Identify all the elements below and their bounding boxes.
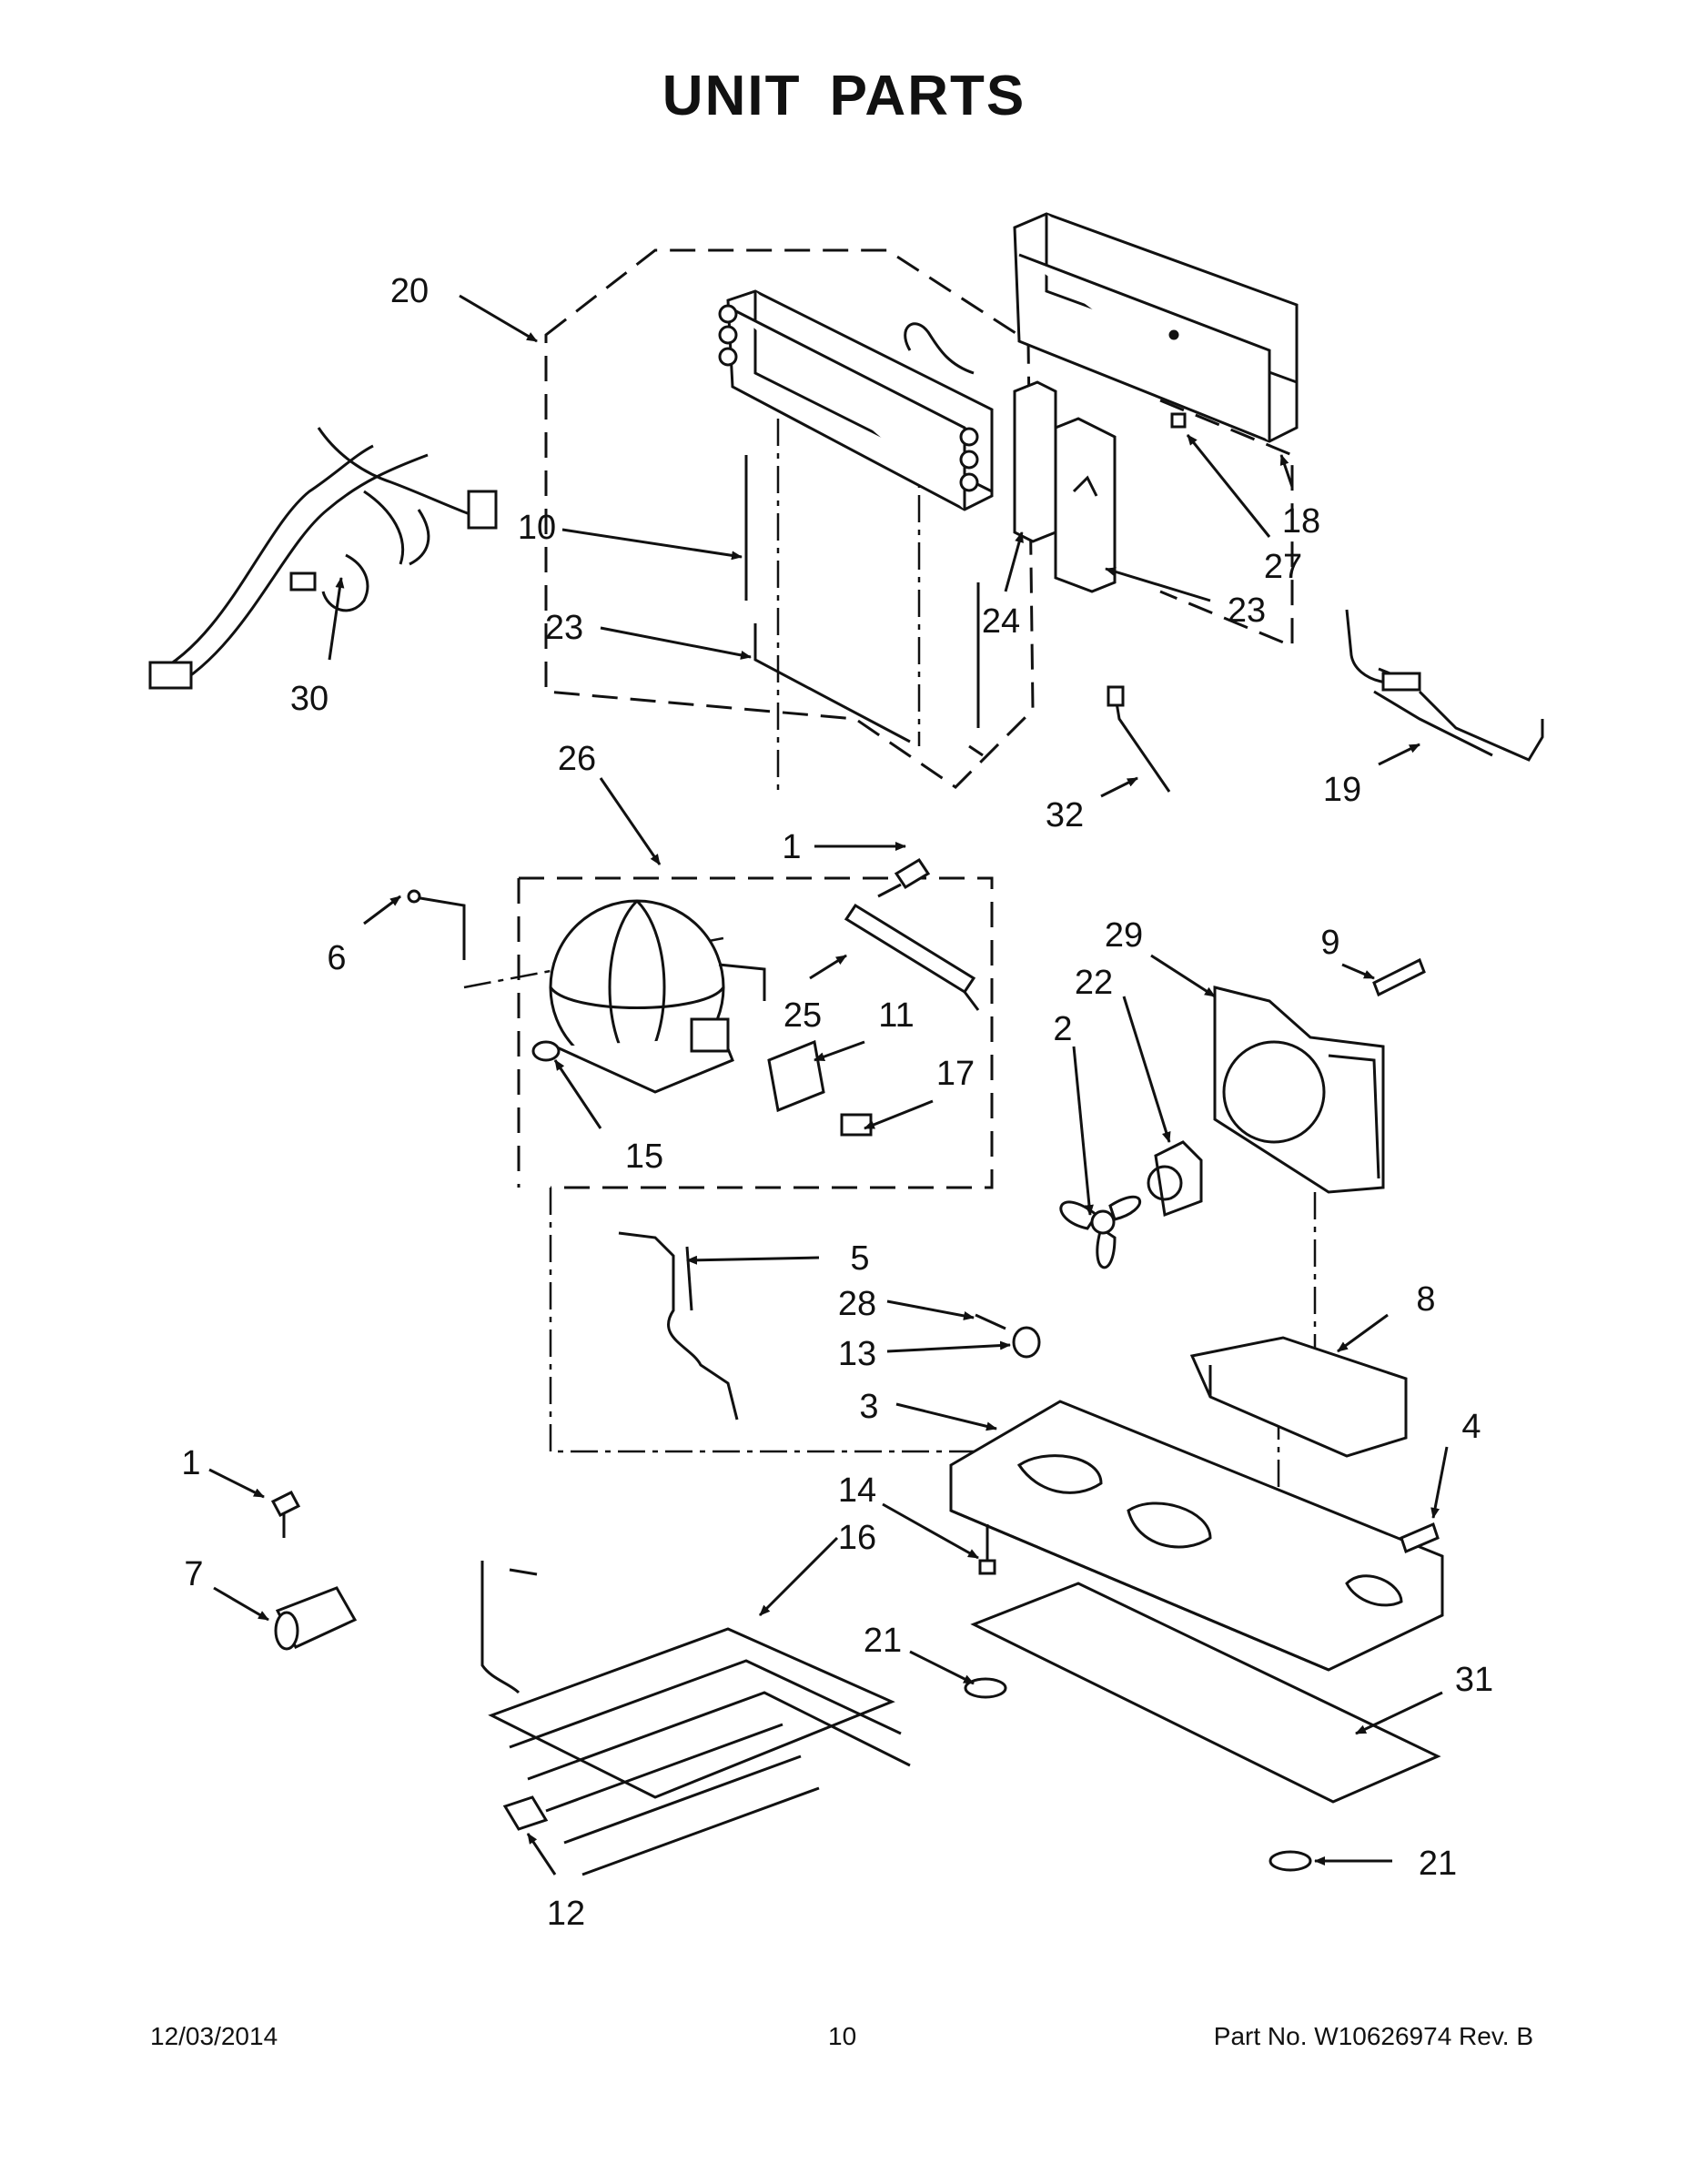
- callout-10: 10: [518, 509, 556, 547]
- part-24-bracket: [1013, 380, 1057, 543]
- part-7-sleeve: [274, 1586, 358, 1651]
- part-29-fan-shroud: [1213, 986, 1385, 1194]
- part-18-shroud-channel: [1013, 212, 1299, 443]
- part-9-screw: [1372, 957, 1426, 997]
- callout-31: 31: [1455, 1661, 1493, 1699]
- part-8-bracket: [1189, 1336, 1408, 1458]
- callout-8: 8: [1416, 1280, 1435, 1319]
- part-21-foot-lower: [1269, 1850, 1312, 1872]
- callout-23-right: 23: [1228, 592, 1266, 630]
- evaporator-assembly-outline: [544, 248, 1294, 789]
- part-15-grommet: [531, 1040, 561, 1062]
- compressor-group-outline: [517, 876, 994, 1189]
- part-13-grommet: [1012, 1326, 1041, 1359]
- callout-20: 20: [390, 272, 429, 310]
- part-12-clip: [502, 1795, 549, 1831]
- callout-18: 18: [1282, 502, 1320, 541]
- page-title: UNIT PARTS: [662, 65, 1026, 127]
- part-19-drier-tube: [1345, 609, 1544, 762]
- callout-28: 28: [838, 1285, 876, 1323]
- part-2-fan-blade: [1059, 1195, 1142, 1269]
- callout-13: 13: [838, 1335, 876, 1373]
- callout-19: 19: [1323, 771, 1361, 809]
- part-32-thermistor: [1107, 685, 1171, 793]
- callout-5: 5: [850, 1239, 869, 1278]
- part-1-screw-left: [270, 1491, 301, 1538]
- callout-29: 29: [1105, 916, 1143, 955]
- callout-7: 7: [184, 1555, 203, 1593]
- part-28-part: [975, 1313, 1006, 1330]
- callout-6: 6: [327, 939, 346, 977]
- part-3-base-pan: [949, 1400, 1444, 1672]
- callout-27: 27: [1264, 548, 1302, 586]
- callout-15: 15: [625, 1138, 663, 1176]
- footer-date: 12/03/2014: [150, 2022, 278, 2050]
- callout-26: 26: [558, 740, 596, 778]
- callout-labels: 20 10 23 30 24 23 27 18 19 32 26 1 6 25 …: [181, 272, 1493, 1933]
- callout-1-top: 1: [782, 828, 801, 866]
- part-17-overload: [840, 1113, 873, 1137]
- part-23-cover: [1054, 417, 1117, 593]
- part-6-clip: [407, 889, 466, 960]
- part-22-fan-motor: [1147, 1140, 1203, 1218]
- leader-arrows: [208, 294, 1449, 1876]
- callout-17: 17: [936, 1055, 975, 1093]
- callout-25: 25: [783, 996, 822, 1035]
- part-11-relay: [767, 1039, 825, 1113]
- callout-2: 2: [1053, 1010, 1072, 1048]
- callout-24: 24: [982, 602, 1020, 641]
- callout-16: 16: [838, 1519, 876, 1557]
- part-26-compressor: [549, 899, 766, 1094]
- callout-21-upper: 21: [864, 1622, 902, 1660]
- callout-11: 11: [878, 996, 914, 1035]
- part-27-screw: [1170, 412, 1187, 429]
- part-4-screw: [1400, 1522, 1440, 1554]
- callout-14: 14: [838, 1471, 876, 1510]
- callout-22: 22: [1075, 964, 1113, 1002]
- footer-part-number: Part No. W10626974 Rev. B: [1213, 2022, 1533, 2050]
- part-25-drier: [844, 903, 980, 1011]
- callout-23-left: 23: [545, 609, 583, 647]
- callout-4: 4: [1461, 1408, 1481, 1446]
- part-1-screw-top: [877, 857, 931, 898]
- evaporator-coil: [718, 289, 994, 757]
- footer-page-number: 10: [828, 2022, 857, 2050]
- callout-30: 30: [290, 680, 329, 718]
- callout-21-lower: 21: [1419, 1845, 1457, 1883]
- part-16-condenser-coil: [480, 1561, 911, 1876]
- callout-12: 12: [547, 1895, 585, 1933]
- callout-9: 9: [1320, 924, 1339, 962]
- part-30-wire-harness: [148, 427, 498, 690]
- callout-32: 32: [1046, 796, 1084, 834]
- part-31-insulation-pad: [970, 1582, 1441, 1804]
- callout-3: 3: [859, 1388, 878, 1426]
- part-14-screw: [978, 1524, 996, 1575]
- callout-1-left: 1: [181, 1444, 200, 1482]
- part-21-foot-upper: [964, 1677, 1007, 1699]
